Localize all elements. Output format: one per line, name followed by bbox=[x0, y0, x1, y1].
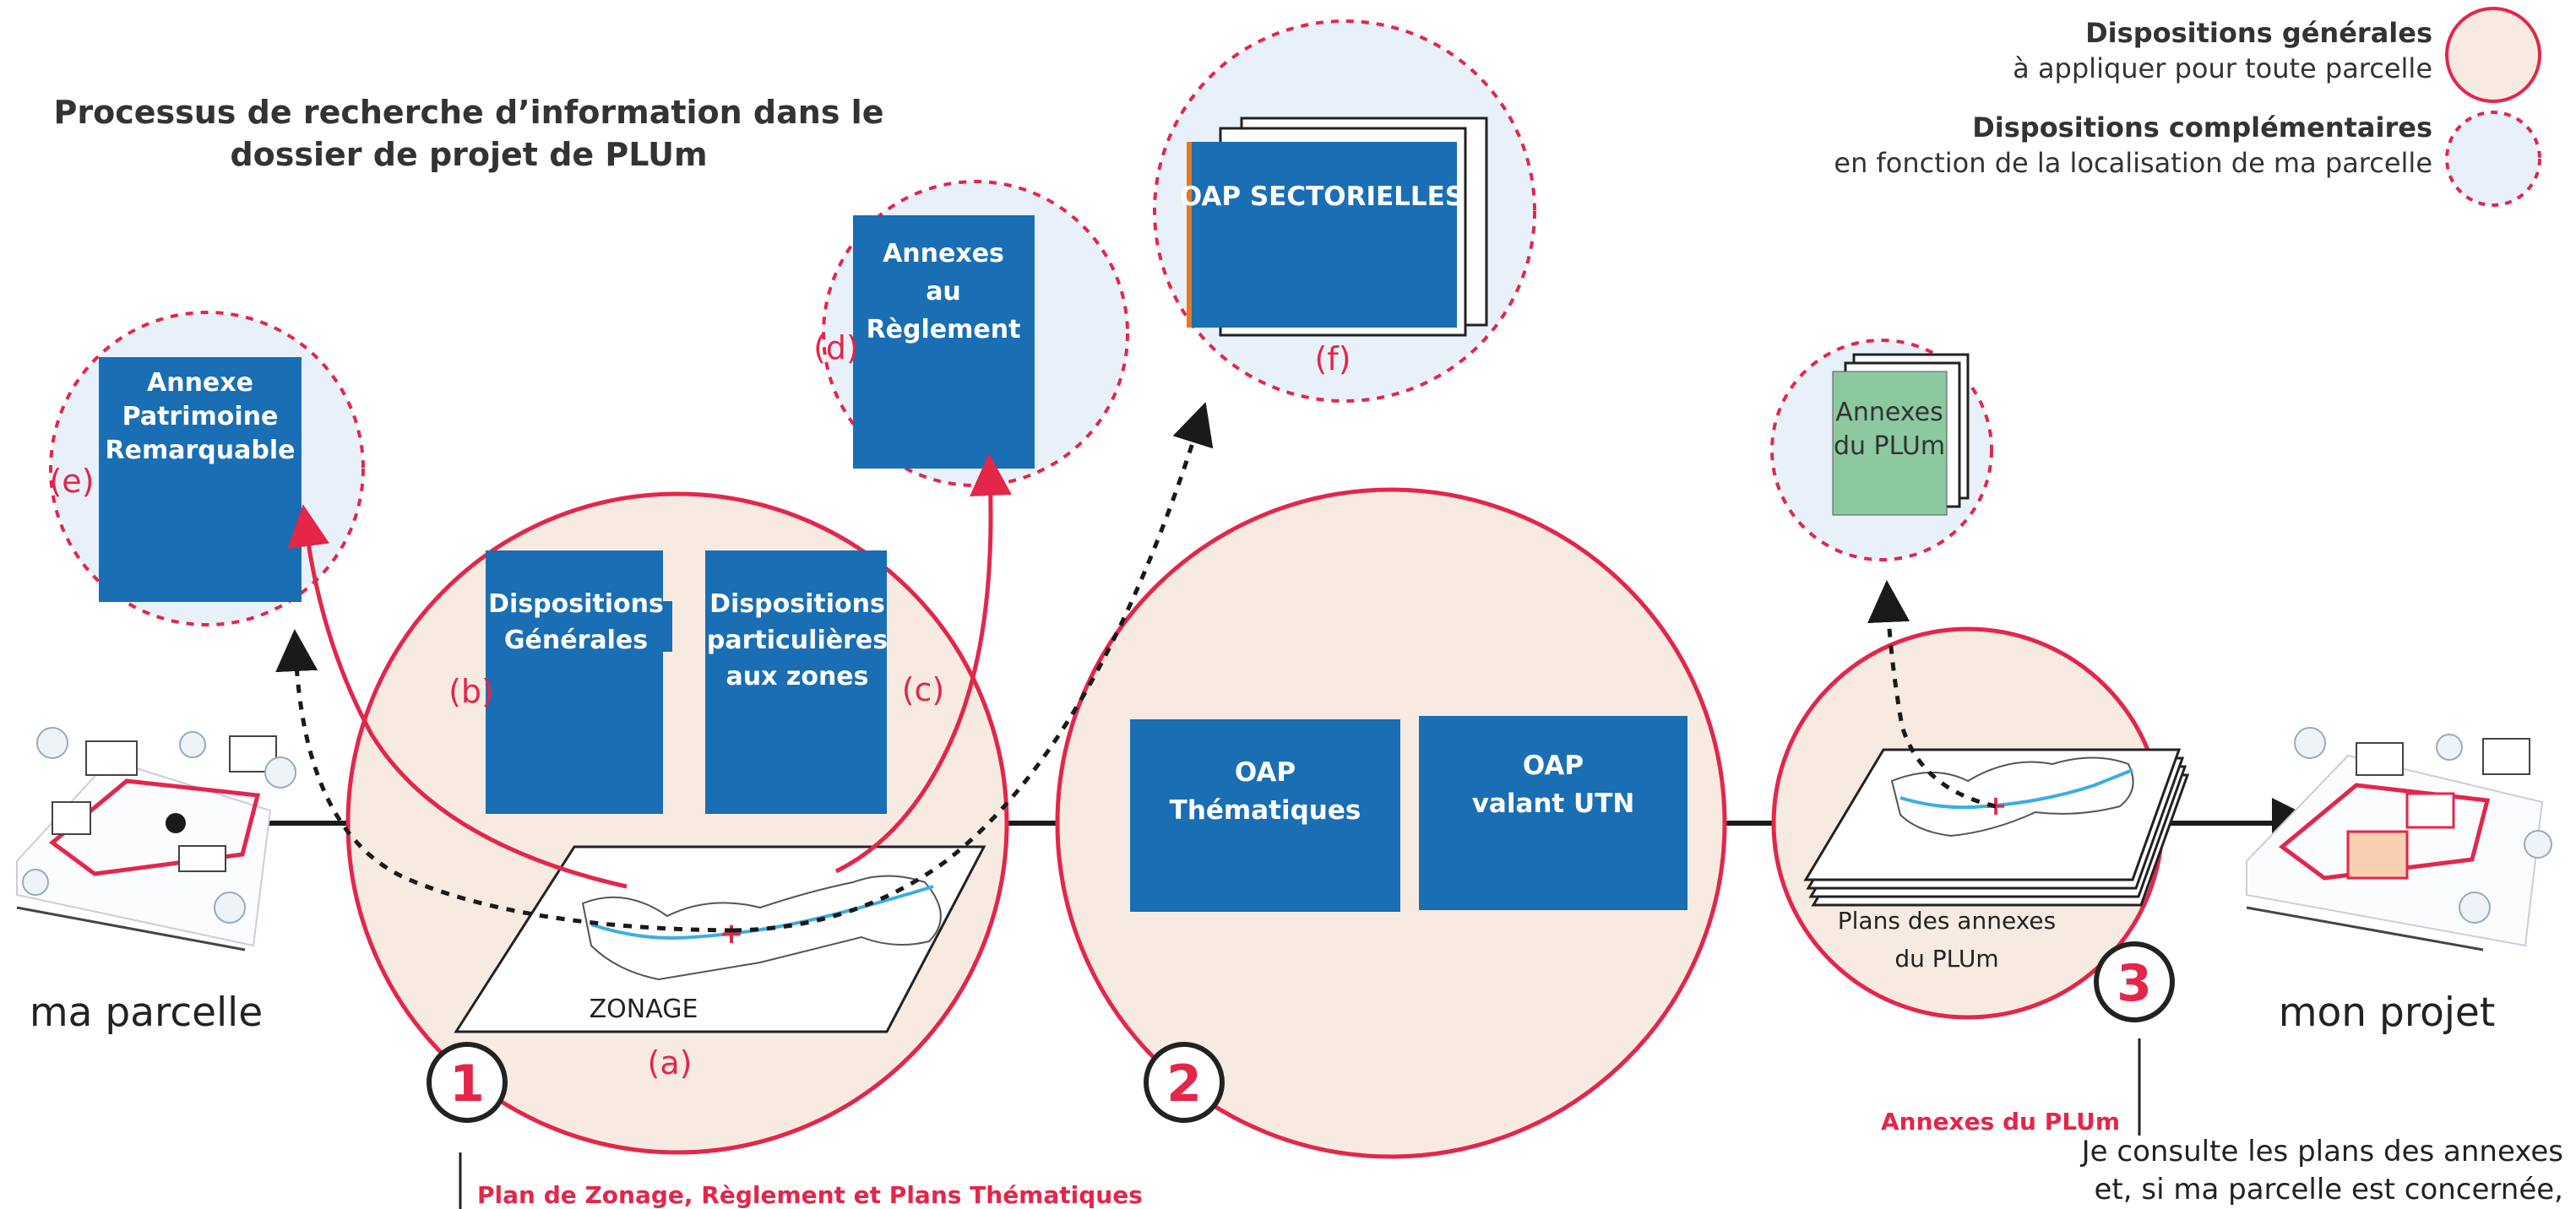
projet-road bbox=[2246, 906, 2484, 951]
doc-particular-l3: aux zones bbox=[726, 662, 868, 691]
annexe-patrimoine-doc bbox=[99, 357, 302, 602]
label-b: (b) bbox=[448, 673, 494, 710]
projet-tree-1 bbox=[2294, 727, 2326, 759]
house-1 bbox=[85, 740, 138, 776]
red-arrow-to-d bbox=[834, 453, 1012, 874]
legend-complementary-title: Dispositions complémentaires bbox=[1972, 111, 2432, 144]
oap-thematiques-l2: Thématiques bbox=[1170, 795, 1361, 826]
step3-caption-title: Annexes du PLUm bbox=[1881, 1108, 2120, 1136]
step3-contents: + Plans des annexes du PLUm 3 bbox=[1803, 748, 2190, 1022]
tree-5 bbox=[22, 869, 49, 896]
legend-general-sub: à appliquer pour toute parcelle bbox=[2013, 52, 2432, 84]
step2-number: 2 bbox=[1166, 1054, 1202, 1114]
projet-tree-3 bbox=[2524, 830, 2552, 859]
bubble-d: Annexes au Règlement (d) bbox=[813, 180, 1129, 487]
annexes-reglement-l3: Règlement bbox=[867, 315, 1021, 344]
step3-caption-l2: et, si ma parcelle est concernée, bbox=[2095, 1173, 2563, 1206]
step1-number: 1 bbox=[449, 1054, 485, 1114]
doc-general bbox=[486, 550, 663, 814]
zonage-label: ZONAGE bbox=[590, 995, 698, 1024]
zonage-cross-icon: + bbox=[720, 917, 744, 951]
bubble-annexes: Annexes du PLUm bbox=[1770, 339, 1993, 561]
tree-4 bbox=[214, 892, 246, 924]
road bbox=[16, 906, 246, 951]
zonage-river bbox=[590, 885, 934, 940]
label-c: (c) bbox=[902, 671, 945, 708]
projet-building-2 bbox=[2405, 792, 2455, 829]
oap-utn-l2: valant UTN bbox=[1472, 789, 1635, 819]
doc-general-l2: Générales bbox=[504, 626, 648, 655]
oap-sectorielles-doc bbox=[1187, 142, 1457, 328]
annexes-reglement-doc bbox=[853, 215, 1035, 469]
plans-sheet-1 bbox=[1803, 748, 2182, 881]
end-label: mon projet bbox=[2279, 989, 2496, 1036]
annexe-patrimoine-l1: Annexe bbox=[147, 368, 253, 398]
label-a: (a) bbox=[648, 1044, 693, 1082]
plans-territory bbox=[1890, 756, 2134, 838]
step3-number-badge bbox=[2094, 941, 2175, 1022]
legend-general-title: Dispositions générales bbox=[2085, 17, 2432, 49]
bubble-f: OAP SECTORIELLES (f) bbox=[1153, 19, 1536, 403]
annexes-reglement-l1: Annexes bbox=[883, 239, 1004, 268]
legend-general-swatch bbox=[2445, 7, 2541, 103]
annexes-reglement-l2: au bbox=[926, 277, 961, 306]
doc-general-l1: Dispositions bbox=[488, 589, 664, 619]
projet-house-1 bbox=[2356, 742, 2404, 776]
oap-sectorielles-l1: OAP SECTORIELLES bbox=[1180, 182, 1464, 212]
plans-label-l1: Plans des annexes bbox=[1838, 907, 2056, 935]
annexes-plum-l1: Annexes bbox=[1835, 398, 1943, 427]
house-4 bbox=[178, 845, 226, 872]
oap-utn-doc bbox=[1419, 716, 1687, 910]
step1-number-badge bbox=[427, 1042, 508, 1123]
start-dot bbox=[166, 813, 186, 833]
start-label: ma parcelle bbox=[30, 989, 263, 1036]
projet-tree-2 bbox=[2436, 734, 2463, 761]
annexe-patrimoine-l2: Patrimoine bbox=[122, 402, 279, 431]
plans-river bbox=[1899, 768, 2133, 810]
projet-house-2 bbox=[2482, 738, 2530, 775]
zonage-territory bbox=[581, 875, 942, 981]
doc-particular-l2: particulières bbox=[707, 626, 888, 655]
title-line-1: Processus de recherche d’information dan… bbox=[54, 94, 884, 131]
tree-1 bbox=[36, 727, 68, 759]
step2-contents: OAP Thématiques OAP valant UTN 2 bbox=[1130, 716, 1687, 1123]
legend-complementary-swatch bbox=[2445, 111, 2541, 207]
projet-illustration bbox=[2246, 727, 2552, 951]
oap-sectorielles-spine bbox=[1187, 142, 1192, 328]
bubble-e-label: (e) bbox=[49, 463, 94, 500]
annexe-patrimoine-l3: Remarquable bbox=[106, 436, 296, 465]
bubble-e: Annexe Patrimoine Remarquable (e) bbox=[49, 311, 365, 626]
doc-particular-l1: Dispositions bbox=[709, 589, 885, 619]
house-2 bbox=[229, 735, 277, 773]
projet-tree-4 bbox=[2459, 892, 2491, 924]
house-3 bbox=[52, 801, 91, 835]
zonage-map bbox=[454, 845, 986, 1033]
oap-thematiques-doc bbox=[1130, 719, 1400, 912]
step1-contents: Dispositions Générales Dispositions part… bbox=[427, 550, 986, 1123]
plans-label-l2: du PLUm bbox=[1894, 945, 1998, 973]
dashed-arrow-to-e bbox=[275, 629, 734, 933]
legend: Dispositions générales à appliquer pour … bbox=[1834, 7, 2541, 207]
oap-thematiques-l1: OAP bbox=[1235, 757, 1296, 788]
bubble-f-label: (f) bbox=[1314, 340, 1350, 377]
annexes-plum-l2: du PLUm bbox=[1834, 431, 1945, 461]
bubble-d-label: (d) bbox=[813, 329, 859, 366]
annexes-plum-doc bbox=[1832, 371, 1948, 516]
step3-caption-l1: Je consulte les plans des annexes bbox=[2080, 1135, 2563, 1168]
step1-caption: Plan de Zonage, Règlement et Plans Théma… bbox=[477, 1181, 1143, 1209]
doc-general-tab bbox=[657, 601, 672, 652]
tree-3 bbox=[264, 756, 296, 789]
projet-building-1 bbox=[2346, 830, 2409, 880]
title-line-2: dossier de projet de PLUm bbox=[230, 136, 707, 173]
oap-utn-l1: OAP bbox=[1523, 751, 1584, 781]
tree-2 bbox=[179, 731, 206, 758]
red-arrow-to-e bbox=[287, 504, 628, 889]
doc-particular bbox=[705, 550, 887, 814]
legend-complementary-sub: en fonction de la localisation de ma par… bbox=[1834, 147, 2432, 179]
parcelle-illustration bbox=[16, 727, 296, 951]
step3-number: 3 bbox=[2117, 954, 2152, 1013]
dashed-arrow-to-f bbox=[732, 402, 1214, 933]
step2-number-badge bbox=[1144, 1042, 1225, 1123]
